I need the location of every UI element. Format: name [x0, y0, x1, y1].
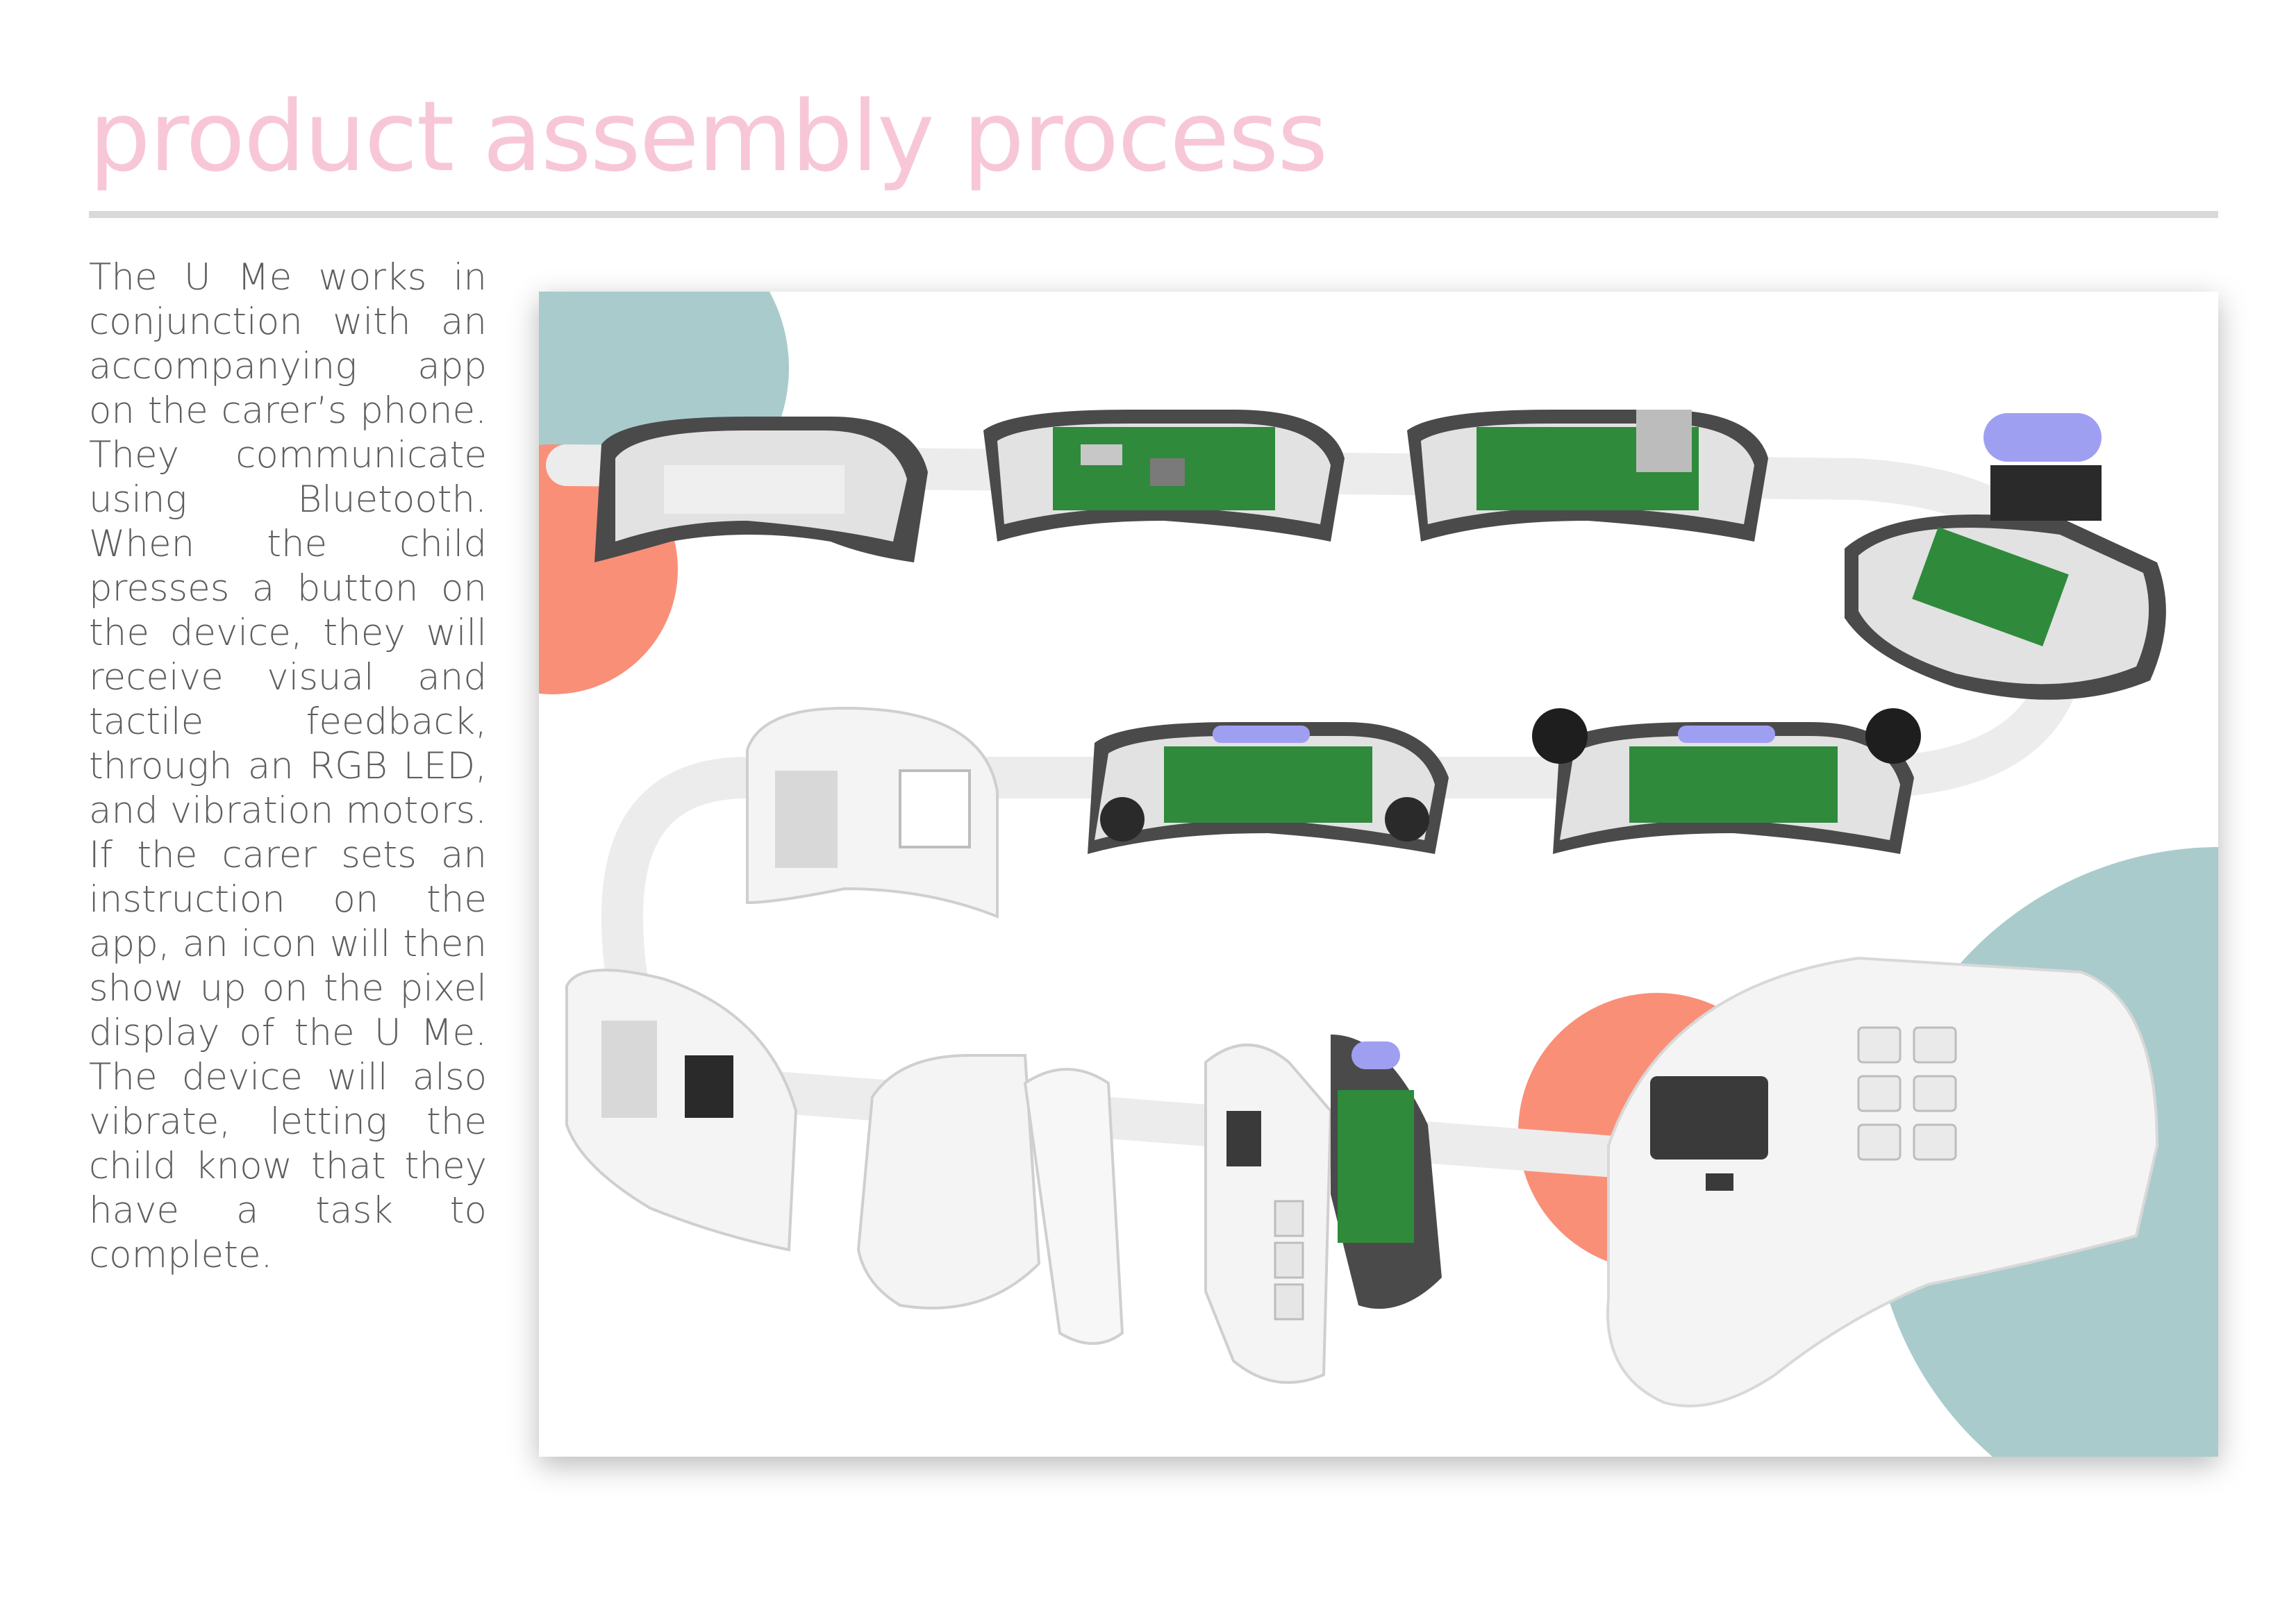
page-title: product assembly process — [89, 81, 1328, 194]
assembly-render-figure — [539, 292, 2218, 1457]
battery-holder-icon — [1845, 413, 2166, 700]
top-cover-icon — [1606, 956, 2159, 1407]
pcb-mounted-icon — [983, 410, 1345, 542]
button-grid-icon — [1857, 1026, 1957, 1161]
top-cover-icon — [746, 706, 999, 919]
top-cover-icon — [565, 969, 798, 1252]
top-cover-icon — [856, 1054, 1124, 1345]
vibration-motor-icon — [1532, 708, 1921, 854]
vibration-motor-icon — [1088, 722, 1449, 854]
display-module-icon — [1407, 410, 1768, 542]
bottom-shell-icon — [594, 417, 928, 562]
title-divider — [89, 211, 2218, 218]
button-grid-icon — [1204, 1035, 1442, 1384]
description-paragraph: The U Me works in conjunction with an ac… — [89, 256, 487, 1276]
